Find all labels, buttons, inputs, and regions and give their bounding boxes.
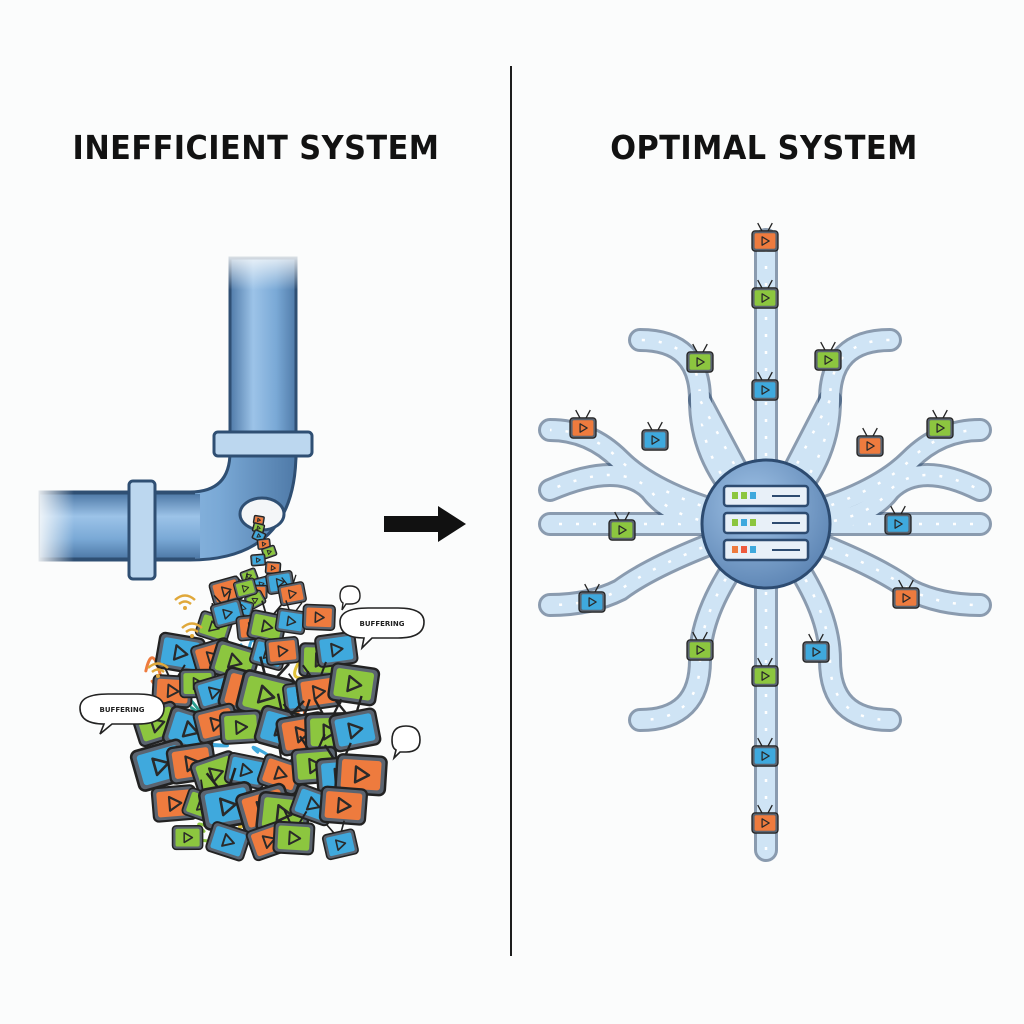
tv-icon <box>223 752 269 790</box>
tv-icon <box>264 636 301 666</box>
tv-icon <box>751 804 779 834</box>
tv-icon <box>205 821 252 862</box>
pipe-icon <box>34 250 314 581</box>
tv-icon <box>171 825 204 851</box>
wifi-icon <box>147 662 169 678</box>
tv-icon <box>856 427 884 457</box>
server-icon <box>700 458 832 590</box>
tv-icon <box>608 511 636 541</box>
tv-icon <box>264 561 282 575</box>
tv-icon <box>569 409 597 439</box>
wifi-icon <box>174 594 196 610</box>
buffering-bubble-right: BUFFERING <box>360 620 405 628</box>
network-tvs <box>569 222 954 834</box>
tv-icon <box>154 631 206 675</box>
tube-flow <box>549 473 767 526</box>
tv-icon <box>814 341 842 371</box>
tv-icon <box>328 695 382 753</box>
tv-icon <box>751 279 779 309</box>
optimal-system-title: OPTIMAL SYSTEM <box>610 128 918 167</box>
arrow-right-icon <box>384 506 466 542</box>
tv-icon <box>232 572 258 599</box>
tv-icon <box>751 371 779 401</box>
tv-icon <box>295 661 342 712</box>
tv-icon <box>751 737 779 767</box>
tv-icon <box>686 631 714 661</box>
speech-bubble-icon: BUFFERING BUFFERING <box>79 585 425 761</box>
panel-divider <box>510 66 512 956</box>
tv-icon <box>327 662 381 707</box>
tv-icon <box>334 753 388 797</box>
tv-icon <box>277 574 307 607</box>
tv-icon <box>314 631 359 668</box>
tv-pile <box>129 514 388 862</box>
tv-icon <box>301 603 336 631</box>
tv-icon <box>926 409 954 439</box>
tv-icon <box>802 633 830 663</box>
buffering-bubble-left: BUFFERING <box>100 706 145 714</box>
inefficient-system-title: INEFFICIENT SYSTEM <box>72 128 440 167</box>
wifi-icon <box>181 622 203 638</box>
tv-icon <box>321 820 359 861</box>
tv-icon <box>218 709 263 745</box>
tv-icon <box>578 583 606 613</box>
tv-icon <box>274 600 308 635</box>
tv-icon <box>751 222 779 252</box>
tv-icon <box>318 785 369 826</box>
tv-icon <box>686 343 714 373</box>
tv-icon <box>884 505 912 535</box>
tv-icon <box>208 575 244 607</box>
tv-icon <box>641 421 669 451</box>
tv-icon <box>892 579 920 609</box>
tv-icon <box>261 544 278 560</box>
tv-icon <box>250 553 267 567</box>
tv-icon <box>751 657 779 687</box>
tube-flow <box>764 399 832 525</box>
tv-icon <box>272 809 316 856</box>
tube-flow <box>698 399 768 525</box>
